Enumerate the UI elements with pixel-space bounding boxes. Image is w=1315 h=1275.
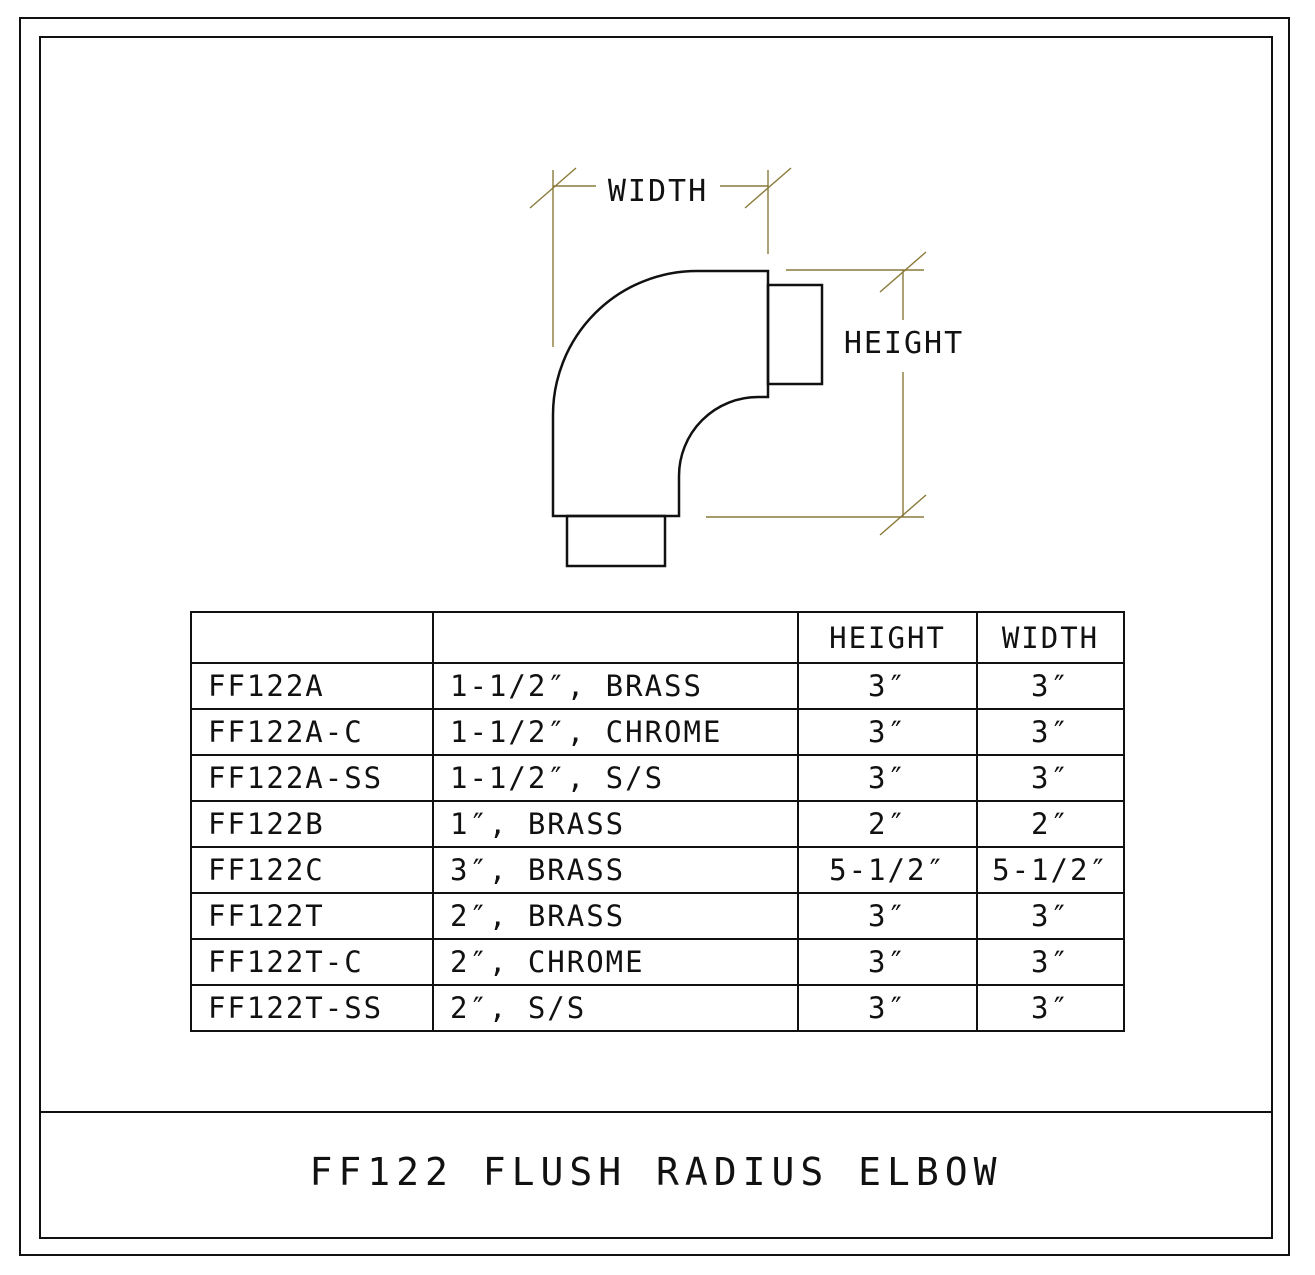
cell-part: FF122T-C bbox=[190, 938, 434, 986]
drawing-title: FF122 FLUSH RADIUS ELBOW bbox=[309, 1150, 1003, 1194]
cell-width: 5-1/2″ bbox=[976, 846, 1125, 894]
elbow-outline bbox=[551, 269, 770, 518]
width-tick-left bbox=[529, 167, 577, 209]
cell-part: FF122T-SS bbox=[190, 984, 434, 1032]
cell-description: 2″, BRASS bbox=[432, 892, 799, 940]
cell-width: 2″ bbox=[976, 800, 1125, 848]
cell-description: 1-1/2″, CHROME bbox=[432, 708, 799, 756]
cell-description: 1″, BRASS bbox=[432, 800, 799, 848]
socket-bottom bbox=[565, 514, 667, 568]
height-label: HEIGHT bbox=[844, 326, 964, 361]
header-part bbox=[190, 611, 434, 664]
cell-part: FF122A bbox=[190, 662, 434, 710]
cell-width: 3″ bbox=[976, 662, 1125, 710]
spec-table: HEIGHT WIDTH FF122A 1-1/2″, BRASS 3″ 3″ … bbox=[190, 611, 1125, 1032]
cell-width: 3″ bbox=[976, 938, 1125, 986]
cell-height: 3″ bbox=[797, 892, 978, 940]
cell-height: 3″ bbox=[797, 662, 978, 710]
cell-part: FF122B bbox=[190, 800, 434, 848]
title-block-divider bbox=[39, 1111, 1273, 1113]
header-height: HEIGHT bbox=[797, 611, 978, 664]
table-row: FF122B 1″, BRASS 2″ 2″ bbox=[190, 800, 1125, 848]
outer-frame bbox=[19, 17, 1290, 1256]
cell-width: 3″ bbox=[976, 754, 1125, 802]
cell-width: 3″ bbox=[976, 984, 1125, 1032]
cell-height: 2″ bbox=[797, 800, 978, 848]
table-row: FF122C 3″, BRASS 5-1/2″ 5-1/2″ bbox=[190, 846, 1125, 894]
height-tick-top bbox=[879, 251, 927, 293]
cell-height: 3″ bbox=[797, 938, 978, 986]
header-width: WIDTH bbox=[976, 611, 1125, 664]
cell-description: 1-1/2″, S/S bbox=[432, 754, 799, 802]
socket-right bbox=[766, 283, 824, 386]
cell-part: FF122C bbox=[190, 846, 434, 894]
cell-description: 2″, S/S bbox=[432, 984, 799, 1032]
cell-width: 3″ bbox=[976, 708, 1125, 756]
height-dimension bbox=[706, 251, 927, 536]
width-label: WIDTH bbox=[608, 174, 708, 209]
cell-width: 3″ bbox=[976, 892, 1125, 940]
table-row: FF122T 2″, BRASS 3″ 3″ bbox=[190, 892, 1125, 940]
cell-description: 3″, BRASS bbox=[432, 846, 799, 894]
height-tick-bottom bbox=[879, 494, 927, 536]
cell-part: FF122T bbox=[190, 892, 434, 940]
cell-description: 2″, CHROME bbox=[432, 938, 799, 986]
elbow-body bbox=[551, 269, 824, 568]
cell-part: FF122A-C bbox=[190, 708, 434, 756]
table-header-row: HEIGHT WIDTH bbox=[190, 611, 1125, 664]
width-dimension bbox=[529, 167, 792, 347]
inner-frame bbox=[39, 36, 1273, 1239]
table-row: FF122A-SS 1-1/2″, S/S 3″ 3″ bbox=[190, 754, 1125, 802]
table-row: FF122T-C 2″, CHROME 3″ 3″ bbox=[190, 938, 1125, 986]
table-row: FF122A 1-1/2″, BRASS 3″ 3″ bbox=[190, 662, 1125, 710]
cell-height: 5-1/2″ bbox=[797, 846, 978, 894]
table-row: FF122T-SS 2″, S/S 3″ 3″ bbox=[190, 984, 1125, 1032]
cell-height: 3″ bbox=[797, 754, 978, 802]
cell-height: 3″ bbox=[797, 708, 978, 756]
table-row: FF122A-C 1-1/2″, CHROME 3″ 3″ bbox=[190, 708, 1125, 756]
cell-description: 1-1/2″, BRASS bbox=[432, 662, 799, 710]
header-description bbox=[432, 611, 799, 664]
cell-height: 3″ bbox=[797, 984, 978, 1032]
elbow-drawing: WIDTH HEIGHT bbox=[529, 167, 964, 568]
width-tick-right bbox=[744, 167, 792, 209]
cell-part: FF122A-SS bbox=[190, 754, 434, 802]
